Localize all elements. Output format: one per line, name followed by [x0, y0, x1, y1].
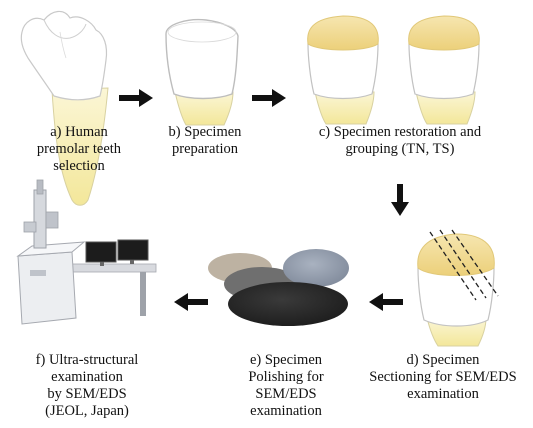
specimen-root: [174, 91, 234, 126]
polishing-discs-illustration: [208, 249, 349, 326]
restored-specimen-2: [408, 15, 480, 125]
restoration-layer: [417, 233, 495, 276]
machine-desk: [59, 263, 157, 273]
tooth-root: [51, 87, 109, 206]
arrow-e-to-f: [174, 293, 208, 311]
caption-a: a) Human premolar teeth selection: [36, 124, 122, 174]
sectioned-specimen-illustration: [417, 229, 499, 347]
caption-c: c) Specimen restoration and grouping (TN…: [318, 124, 482, 157]
machine-base: [17, 251, 77, 325]
polishing-disc-dark: [228, 282, 348, 326]
prepared-specimen-illustration: [165, 18, 239, 126]
polishing-disc-blue: [283, 249, 349, 287]
arrow-a-to-b: [119, 89, 153, 107]
arrow-b-to-c: [252, 89, 286, 107]
caption-b: b) Specimen preparation: [168, 124, 242, 157]
arrow-d-to-e: [369, 293, 403, 311]
monitor: [85, 241, 117, 263]
restoration-layer: [307, 15, 379, 51]
premolar-tooth-illustration: [20, 10, 109, 206]
restored-specimen-1: [307, 15, 379, 125]
restoration-layer: [408, 15, 480, 51]
caption-e: e) Specimen Polishing for SEM/EDS examin…: [248, 352, 324, 419]
caption-d: d) Specimen Sectioning for SEM/EDS exami…: [369, 352, 517, 402]
section-cut-lines: [429, 229, 499, 301]
sem-eds-machine-illustration: [16, 179, 157, 325]
specimen-crown: [165, 18, 239, 100]
arrow-c-to-d: [391, 184, 409, 216]
tooth-crown: [20, 10, 108, 101]
caption-f: f) Ultra-structural examination by SEM/E…: [35, 352, 139, 419]
